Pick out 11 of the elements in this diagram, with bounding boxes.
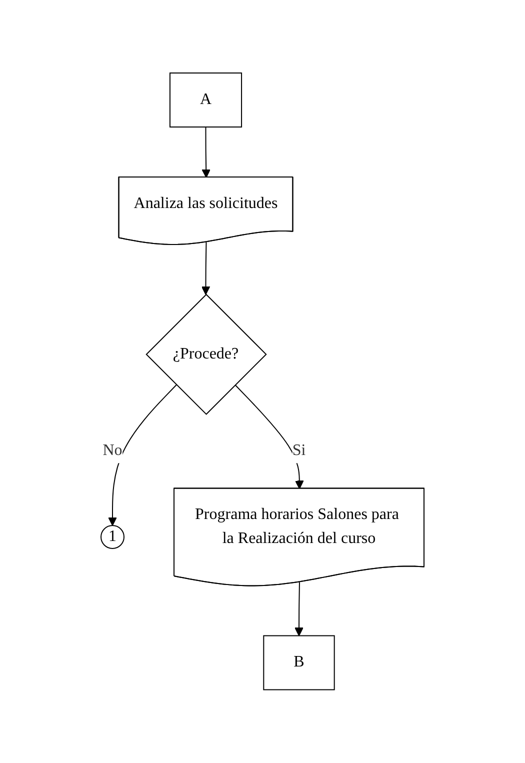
- node-box: B: [263, 635, 335, 690]
- arrow: [108, 384, 177, 526]
- arrow: [201, 242, 210, 296]
- edge-label: No: [102, 442, 122, 460]
- arrow: [234, 384, 304, 490]
- node-box: A: [169, 72, 242, 128]
- arrow: [294, 582, 304, 636]
- node-diamond: ¿Procede?: [146, 294, 267, 416]
- node-circle: 1: [100, 525, 124, 550]
- edge-label: Si: [292, 442, 306, 460]
- arrow: [202, 126, 210, 178]
